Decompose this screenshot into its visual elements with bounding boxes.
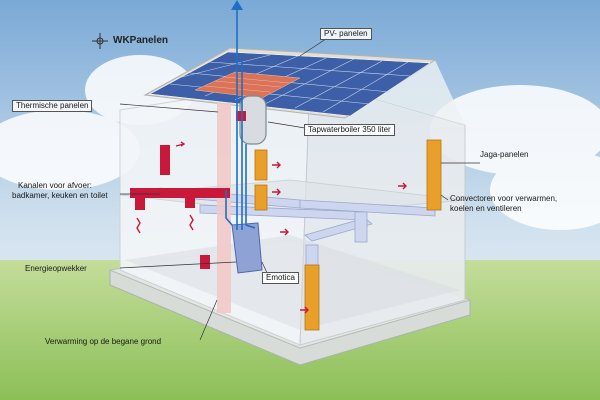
label-emotion: Emotica xyxy=(262,272,299,284)
label-boiler: Tapwaterboiler 350 liter xyxy=(304,124,395,136)
crosshair-logo-icon xyxy=(92,33,108,49)
exhaust-ducts xyxy=(130,111,246,269)
label-convectors-line2: koelen en ventileren xyxy=(450,204,522,213)
leader-lines xyxy=(119,32,480,341)
label-energy-unit: Energieopwekker xyxy=(25,264,87,273)
label-thermal-panels: Thermische panelen xyxy=(12,100,93,112)
heat-flow-arrows xyxy=(136,141,407,314)
convector-units xyxy=(254,139,442,331)
pv-panel-array xyxy=(149,51,431,117)
label-pv-panels: PV- panelen xyxy=(320,28,372,40)
energy-generator xyxy=(231,222,263,274)
label-jaga-panels: Jaga-panelen xyxy=(480,150,529,159)
label-exhaust-line2: badkamer, keuken en toilet xyxy=(12,191,108,200)
ventilation-shaft xyxy=(217,103,231,313)
label-convectors-line1: Convectoren voor verwarmen, xyxy=(450,194,558,203)
water-pipes xyxy=(225,5,256,230)
thermal-panel-array xyxy=(194,71,301,99)
chimney-arrow xyxy=(231,0,243,10)
label-floor-heating: Verwarming op de begane grond xyxy=(45,337,162,346)
brand-name: WKPanelen xyxy=(113,35,169,46)
label-exhaust-line1: Kanalen voor afvoer: xyxy=(18,181,92,190)
